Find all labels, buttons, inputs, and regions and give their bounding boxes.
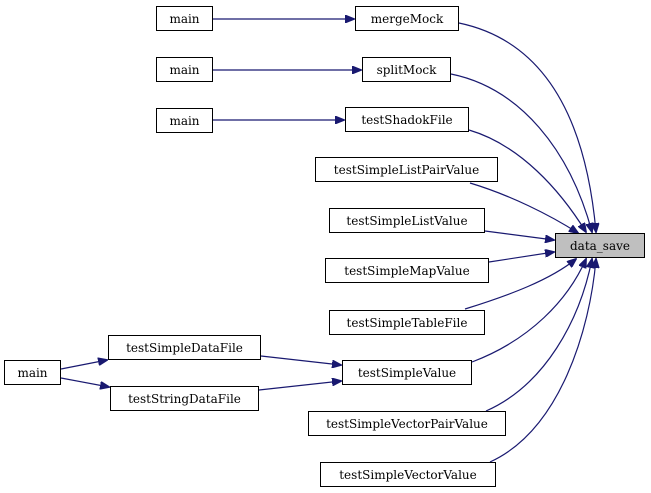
edge-testSimpleMapValue-data_save: [488, 252, 554, 263]
node-testSimpleListValue[interactable]: testSimpleListValue: [329, 208, 485, 233]
node-testSimpleDataFile[interactable]: testSimpleDataFile: [108, 335, 261, 360]
node-data-save-focus: data_save: [555, 233, 645, 258]
edge-main-testSimpleDataFile: [60, 360, 107, 370]
node-testSimpleValue[interactable]: testSimpleValue: [342, 360, 472, 385]
node-main[interactable]: main: [156, 6, 213, 31]
edge-testSimpleVectorPairValue-data_save: [485, 259, 592, 412]
edge-main-testStringDataFile: [60, 377, 109, 387]
node-testShadokFile[interactable]: testShadokFile: [345, 107, 469, 132]
edge-mergeMock-data_save: [458, 22, 596, 232]
node-main[interactable]: main: [156, 108, 213, 133]
node-testSimpleTableFile[interactable]: testSimpleTableFile: [329, 310, 485, 335]
node-testSimpleVectorValue[interactable]: testSimpleVectorValue: [320, 462, 496, 487]
node-splitMock[interactable]: splitMock: [362, 57, 451, 82]
edge-testShadokFile-data_save: [468, 129, 586, 232]
node-testSimpleVectorPairValue[interactable]: testSimpleVectorPairValue: [308, 411, 506, 436]
edge-testStringDataFile-testSimpleValue: [258, 381, 341, 391]
edge-testSimpleVectorValue-data_save: [489, 259, 596, 463]
edge-testSimpleListValue-data_save: [484, 230, 554, 240]
node-main[interactable]: main: [156, 57, 213, 82]
edge-splitMock-data_save: [450, 73, 592, 232]
edge-testSimpleValue-data_save: [471, 259, 586, 363]
node-testStringDataFile[interactable]: testStringDataFile: [110, 386, 259, 411]
node-mergeMock[interactable]: mergeMock: [355, 6, 459, 31]
edge-testSimpleTableFile-data_save: [464, 259, 576, 310]
node-main[interactable]: main: [4, 360, 61, 385]
node-testSimpleListPairValue[interactable]: testSimpleListPairValue: [315, 157, 498, 182]
node-testSimpleMapValue[interactable]: testSimpleMapValue: [325, 258, 489, 283]
edge-testSimpleListPairValue-data_save: [469, 182, 578, 233]
edge-testSimpleDataFile-testSimpleValue: [260, 355, 341, 365]
